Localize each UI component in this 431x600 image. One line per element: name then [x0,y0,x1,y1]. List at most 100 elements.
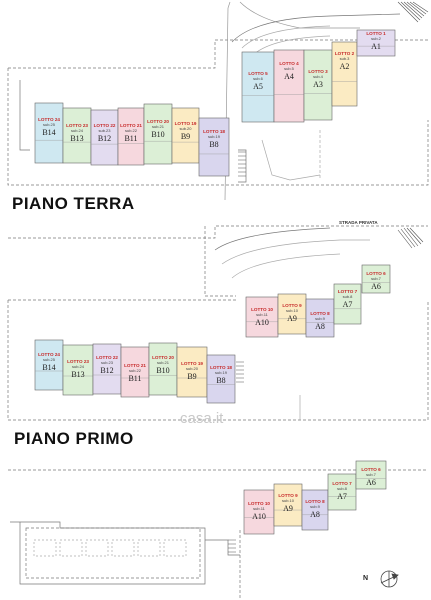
stair-second [228,539,236,553]
unit-block [120,346,150,398]
unit-lotto-label: LOTTO 8 [310,311,330,316]
unit-code-label: B9 [187,372,196,381]
unit-code-label: B12 [98,134,111,143]
unit-code-label: B14 [42,128,55,137]
first-floor-outlines [7,225,429,421]
unit-lotto-label: LOTTO 20 [152,355,174,360]
unit-sub-label: sub.25 [43,122,56,127]
unit-code-label: A7 [343,300,353,309]
unit-lotto-label: LOTTO 23 [66,123,88,128]
unit-code-label: A7 [337,492,347,501]
unit-code-label: B8 [209,140,218,149]
unit-block [176,346,208,398]
unit-lotto-label: LOTTO 20 [147,119,169,124]
unit-sub-label: sub.11 [253,506,265,511]
unit-sub-label: sub.3 [340,56,351,61]
unit-code-label: A3 [313,80,323,89]
unit-sub-label: sub.19 [208,134,221,139]
ground-floor-title: PIANO TERRA [12,194,135,213]
unit-lotto-label: LOTTO 9 [278,493,298,498]
unit-lotto-label: LOTTO 24 [38,352,60,357]
unit-lotto-label: LOTTO 7 [332,481,352,486]
unit-lotto-label: LOTTO 10 [251,307,273,312]
unit-lotto-label: LOTTO 19 [175,121,197,126]
unit-code-label: A6 [371,282,381,291]
unit-block [327,473,357,511]
unit-code-label: B11 [128,374,141,383]
unit-block [206,354,236,404]
stair-first [236,227,424,383]
unit-code-label: B10 [151,130,164,139]
unit-block [355,460,387,490]
unit-sub-label: sub.10 [286,308,299,313]
unit-lotto-label: LOTTO 21 [120,123,142,128]
unit-sub-label: sub.22 [125,128,138,133]
unit-lotto-label: LOTTO 22 [96,355,118,360]
unit-lotto-label: LOTTO 21 [124,363,146,368]
unit-sub-label: sub.5 [284,66,295,71]
unit-sub-label: sub.23 [101,360,114,365]
unit-code-label: B13 [71,370,84,379]
unit-block [273,483,303,527]
unit-lotto-label: LOTTO 23 [67,359,89,364]
unit-block [273,49,305,123]
unit-sub-label: sub.21 [152,124,165,129]
unit-lotto-label: LOTTO 6 [361,467,381,472]
unit-lotto-label: LOTTO 24 [38,117,60,122]
unit-lotto-label: LOTTO 9 [282,303,302,308]
unit-sub-label: sub.23 [98,128,111,133]
unit-lotto-label: LOTTO 1 [366,31,386,36]
north-label: N [363,575,369,582]
unit-code-label: A8 [315,322,325,331]
unit-block [92,343,122,395]
unit-sub-label: sub.8 [337,486,348,491]
unit-code-label: B13 [70,134,83,143]
unit-block [34,339,64,391]
unit-code-label: B10 [156,366,169,375]
unit-sub-label: sub.8 [343,294,354,299]
unit-block [198,117,230,177]
unit-sub-label: sub.24 [71,128,84,133]
unit-block [245,296,279,338]
unit-sub-label: sub.10 [282,498,295,503]
unit-sub-label: sub.20 [179,126,192,131]
unit-sub-label: sub.20 [186,366,199,371]
unit-code-label: A4 [284,72,294,81]
unit-block [303,49,333,121]
unit-sub-label: sub.4 [313,74,324,79]
watermark: casa.it [180,410,224,427]
unit-sub-label: sub.2 [371,36,382,41]
unit-code-label: A6 [366,478,376,487]
unit-block [356,29,396,57]
unit-block [34,102,64,164]
unit-block [241,51,275,123]
unit-lotto-label: LOTTO 19 [181,361,203,366]
unit-block [305,298,335,338]
unit-block [62,107,92,164]
unit-code-label: A9 [283,504,293,513]
unit-sub-label: sub.19 [215,370,228,375]
compass-icon [380,570,399,588]
unit-lotto-label: LOTTO 3 [308,69,328,74]
unit-code-label: A2 [340,62,350,71]
unit-sub-label: sub.24 [72,364,85,369]
unit-block [243,489,275,535]
